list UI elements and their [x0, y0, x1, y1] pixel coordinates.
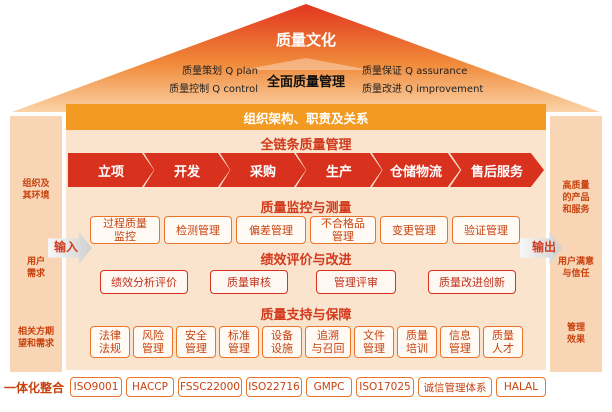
- support-item: 安全 管理: [176, 326, 216, 358]
- support-item: 文件 管理: [354, 326, 394, 358]
- support-item: 质量 人才: [483, 326, 523, 358]
- support-title: 质量支持与保障: [260, 307, 352, 323]
- cert-badge: ISO17025: [356, 377, 414, 397]
- support-item: 设备 设施: [262, 326, 302, 358]
- support-item: 追溯 与召回: [305, 326, 351, 358]
- right-pillar-label: 管理 效果: [566, 323, 585, 345]
- roof-left-item: 质量策划 Q plan: [182, 66, 258, 77]
- chain-title: 全链条质量管理: [260, 137, 352, 153]
- evaluate-item: 质量改进创新: [428, 270, 516, 294]
- chain-stage: 生产: [296, 153, 382, 187]
- monitor-item: 偏差管理: [236, 216, 306, 244]
- left-pillar-label: 相关方期 望和需求: [17, 327, 54, 349]
- evaluate-item: 绩效分析评价: [100, 270, 188, 294]
- left-pillar-label: 用户 需求: [26, 257, 45, 279]
- roof-right-item: 质量保证 Q assurance: [362, 66, 468, 77]
- evaluate-item: 质量审核: [210, 270, 288, 294]
- integration-label: 一体化整合: [4, 381, 65, 395]
- cert-badge: ISO22716: [246, 377, 302, 397]
- cert-badge: HALAL: [496, 377, 546, 397]
- roof-title: 质量文化: [275, 30, 336, 49]
- cert-badge: HACCP: [126, 377, 174, 397]
- monitor-item: 检测管理: [164, 216, 232, 244]
- cert-badge: FSSC22000: [178, 377, 242, 397]
- left-pillar-label: 组织及 其环境: [22, 179, 50, 201]
- org-structure-bar: 组织架构、职责及关系: [66, 104, 546, 130]
- right-pillar-label: 高质量 的产品 和服务: [562, 181, 590, 215]
- output-label: 输出: [532, 240, 557, 254]
- support-item: 法律 法规: [90, 326, 130, 358]
- chain-stage: 开发: [144, 153, 230, 187]
- input-label: 输入: [54, 240, 79, 254]
- monitor-item: 不合格品 管理: [310, 216, 376, 244]
- roof: [12, 4, 600, 112]
- monitor-item: 过程质量 监控: [90, 216, 160, 244]
- right-pillar-label: 用户满意 与信任: [557, 257, 594, 279]
- roof-right-item: 质量改进 Q improvement: [362, 84, 484, 95]
- support-item: 质量 培训: [397, 326, 437, 358]
- support-item: 信息 管理: [440, 326, 480, 358]
- cert-badge: ISO9001: [70, 377, 122, 397]
- chain-stage: 售后服务: [450, 153, 544, 187]
- chain-stage: 立项: [68, 153, 154, 187]
- chain-stage: 采购: [220, 153, 306, 187]
- roof-center-label: 全面质量管理: [266, 74, 345, 90]
- monitor-item: 验证管理: [452, 216, 520, 244]
- cert-badge: GMPC: [306, 377, 352, 397]
- chain-stage: 仓储物流: [372, 153, 460, 187]
- monitor-item: 变更管理: [380, 216, 448, 244]
- support-item: 风险 管理: [133, 326, 173, 358]
- roof-left-item: 质量控制 Q control: [169, 84, 258, 95]
- evaluate-item: 管理评审: [316, 270, 396, 294]
- monitor-title: 质量监控与测量: [260, 200, 352, 216]
- support-item: 标准 管理: [219, 326, 259, 358]
- evaluate-title: 绩效评价与改进: [260, 252, 352, 268]
- cert-badge: 诚信管理体系: [418, 377, 492, 397]
